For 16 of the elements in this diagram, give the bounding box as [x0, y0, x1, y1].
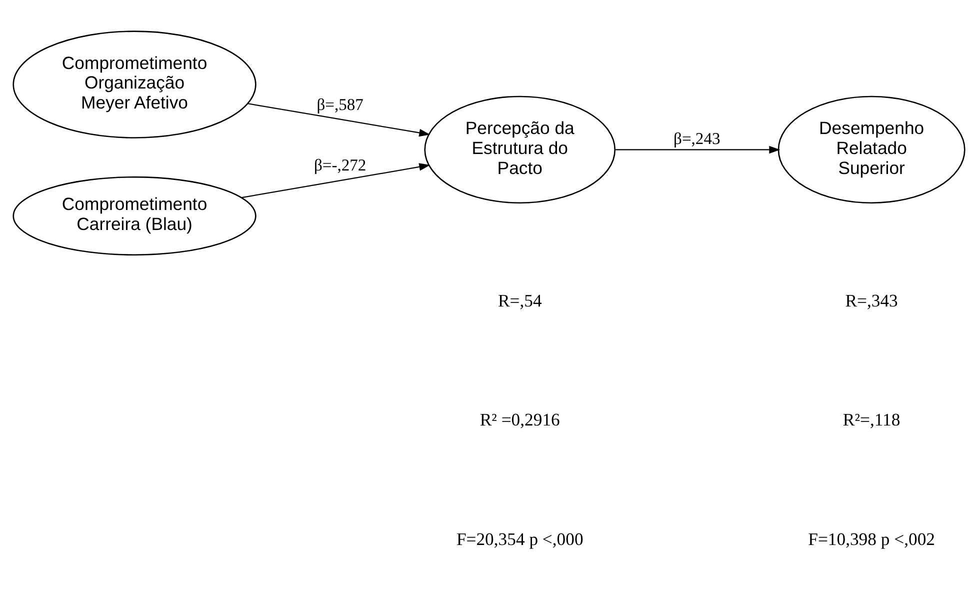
- arrow: [241, 163, 430, 198]
- label: R²=,118: [842, 410, 900, 430]
- label: F=20,354 p <,000: [456, 528, 583, 549]
- edge-label: β=,587: [316, 94, 363, 114]
- edge-label: β=-,272: [313, 156, 366, 175]
- edge-label: β=,243: [673, 129, 720, 148]
- label: R=,343: [844, 290, 898, 310]
- node-ellipse: Comprometimento Carreira (Blau): [12, 176, 256, 256]
- arrow: [615, 146, 780, 154]
- arrow: [247, 103, 430, 137]
- label: R² =0,2916: [479, 410, 560, 430]
- label: F=10,398 p <,002: [808, 528, 935, 549]
- node-ellipse: Percepção da Estrutura do Pacto: [424, 96, 616, 204]
- node-ellipse: Comprometimento Organização Meyer Afetivo: [12, 30, 256, 138]
- label: R=,54: [497, 290, 542, 310]
- node-ellipse: Desempenho Relatado Superior: [777, 96, 965, 204]
